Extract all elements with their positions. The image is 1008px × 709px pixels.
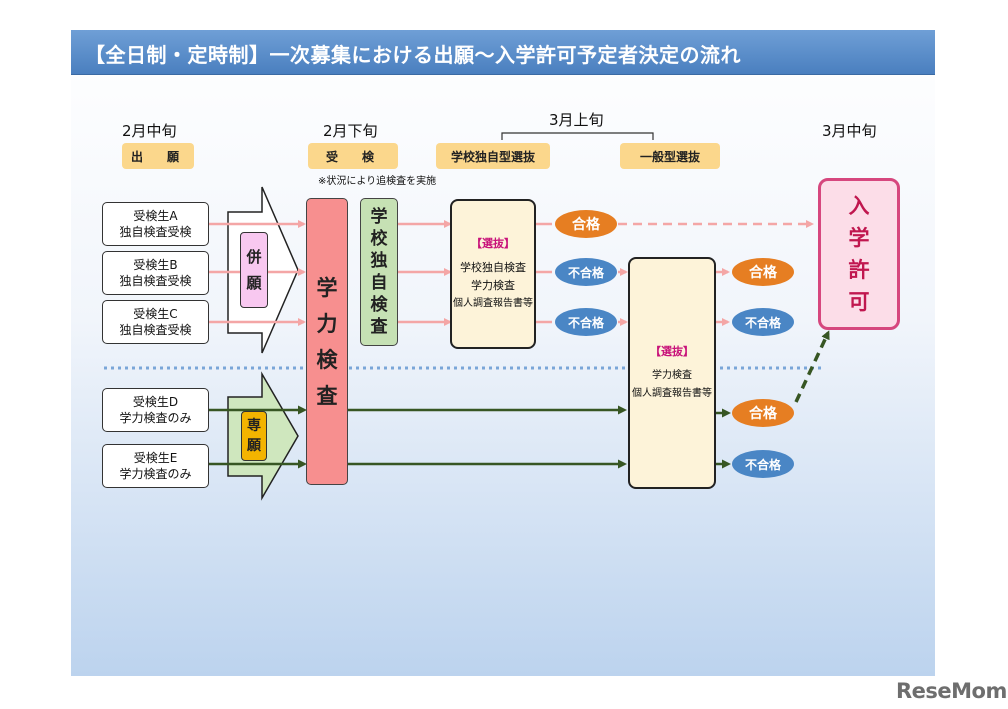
school-own-exam-box: 学 校 独 自 検 査 [360,198,398,346]
tag-application: 出 願 [122,143,194,169]
student-name: 受検生D [132,395,179,409]
student-name: 受検生E [133,451,178,465]
pass-badge-a: 合格 [555,210,617,238]
student-name: 受検生B [133,258,178,272]
dual-application-label: 併 願 [240,232,268,308]
resemom-logo: ReseMom [896,679,1007,703]
period-feb-late: 2月下旬 [323,122,378,140]
page-title: 【全日制・定時制】一次募集における出願〜入学許可予定者決定の流れ [85,43,741,67]
exam-note: ※状況により追検査を実施 [318,176,437,187]
school-selection-box: 【選抜】 学校独自検査 学力検査 個人調査報告書等 [450,199,536,349]
pass-badge-general-upper: 合格 [732,258,794,286]
student-desc: 学力検査のみ [119,467,192,481]
student-desc: 独自検査受検 [119,274,192,288]
tag-school-selection: 学校独自型選抜 [436,143,550,169]
fail-badge-general-upper: 不合格 [732,308,794,336]
student-c-box: 受検生C 独自検査受検 [102,300,209,344]
tag-general-selection: 一般型選抜 [620,143,720,169]
student-e-box: 受検生E 学力検査のみ [102,444,209,488]
period-mar-mid: 3月中旬 [822,122,877,140]
period-bracket [501,132,654,140]
diagram-canvas [71,30,935,676]
pass-badge-general-lower: 合格 [732,399,794,427]
title-bar: 【全日制・定時制】一次募集における出願〜入学許可予定者決定の流れ [71,30,935,75]
fail-badge-c: 不合格 [555,308,617,336]
period-feb-mid: 2月中旬 [122,122,177,140]
fail-badge-general-lower: 不合格 [732,450,794,478]
single-application-label: 専 願 [241,411,267,461]
student-desc: 学力検査のみ [119,411,192,425]
student-b-box: 受検生B 独自検査受検 [102,251,209,295]
fail-badge-b: 不合格 [555,258,617,286]
tag-exam: 受 検 [308,143,398,169]
student-desc: 独自検査受検 [119,323,192,337]
academic-exam-box: 学 力 検 査 [306,198,348,485]
student-name: 受検生C [133,307,178,321]
student-desc: 独自検査受検 [119,225,192,239]
student-name: 受検生A [133,209,178,223]
student-a-box: 受検生A 独自検査受検 [102,202,209,246]
student-d-box: 受検生D 学力検査のみ [102,388,209,432]
general-selection-box: 【選抜】 学力検査 個人調査報告書等 [628,257,716,489]
admission-box: 入 学 許 可 [818,178,900,330]
period-mar-early: 3月上旬 [549,111,604,129]
dashed-pass-to-admission-diag [794,330,830,403]
